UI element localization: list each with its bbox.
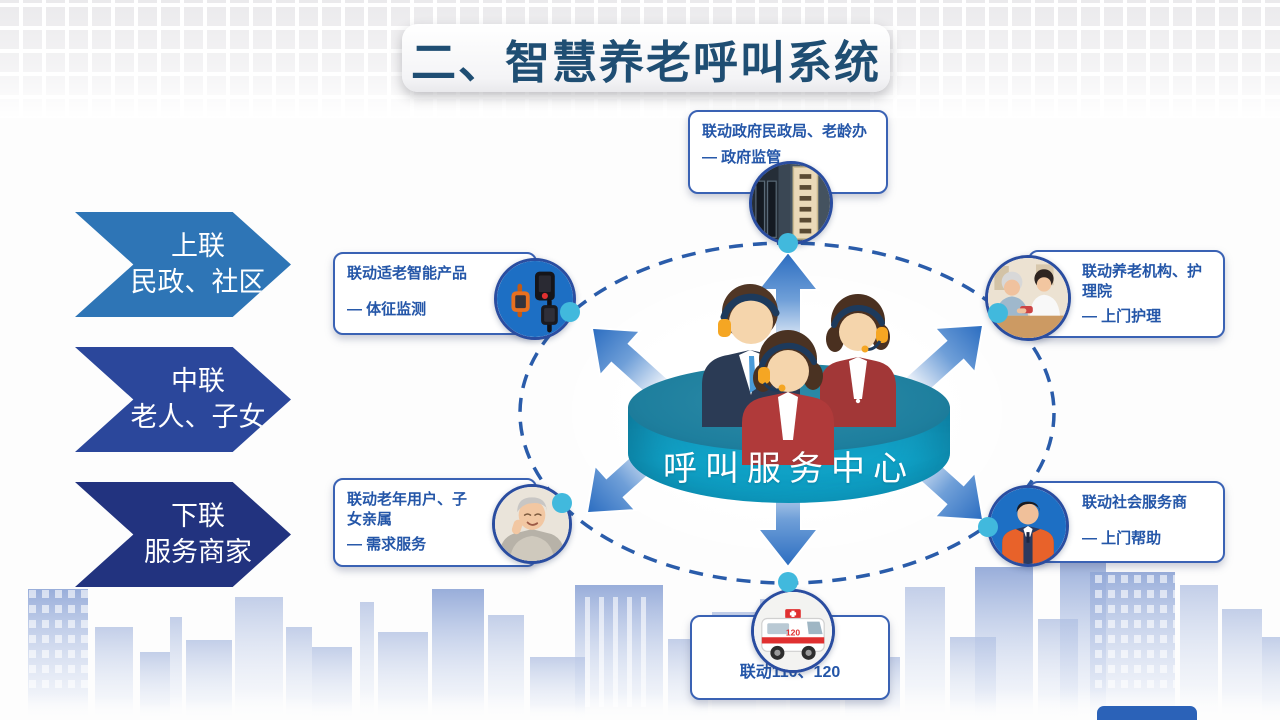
bottom-accent-bar — [1097, 706, 1197, 720]
node-service-providers-line1: 联动社会服务商 — [1082, 494, 1188, 511]
node-service-providers: 联动社会服务商 — 上门帮助 — [1028, 481, 1225, 563]
title-banner: 二、智慧养老呼叫系统 — [402, 24, 890, 92]
service-worker-illustration — [990, 488, 1066, 564]
node-smart-products-line1: 联动适老智能产品 — [347, 265, 468, 282]
civil-affairs-bureau-photo — [749, 161, 833, 245]
ambulance-photo: 120 — [751, 589, 835, 673]
operator-woman-right — [820, 294, 896, 427]
node-government-line2: — 政府监管 — [702, 148, 782, 166]
ring-dot-lower-left — [552, 493, 572, 513]
ring-dot-upper-left — [560, 302, 580, 322]
ambulance-illustration: 120 — [754, 592, 832, 670]
ring-dot-upper-right — [988, 303, 1008, 323]
legend-chevron-upper-link: 上联民政、社区 — [75, 212, 291, 317]
hub-label: 呼叫服务中心 — [663, 450, 915, 488]
ring-dot-bottom — [778, 572, 798, 592]
chevron-line2: 服务商家 — [144, 536, 252, 567]
service-worker-photo — [987, 485, 1069, 567]
city-skyline-background — [28, 557, 1280, 720]
chevron-line1: 下联 — [171, 500, 225, 531]
nursing-care-photo — [985, 255, 1071, 341]
page-title: 二、智慧养老呼叫系统 — [410, 36, 881, 88]
ring-dot-lower-right — [978, 517, 998, 537]
node-elderly-users-line1: 联动老年用户、子女亲属 — [347, 491, 468, 528]
node-care-institutions-line1: 联动养老机构、护理院 — [1082, 263, 1203, 300]
ring-dot-top — [778, 233, 798, 253]
smart-wearables-photo — [494, 258, 576, 340]
chevron-line2: 老人、子女 — [130, 401, 266, 432]
legend-chevron-middle-link: 中联老人、子女 — [75, 347, 291, 452]
ambulance-120-text: 120 — [786, 628, 801, 638]
node-service-providers-line2: — 上门帮助 — [1082, 529, 1162, 547]
node-government-line1: 联动政府民政局、老龄办 — [702, 123, 868, 140]
node-elderly-users-line2: — 需求服务 — [347, 536, 427, 553]
nursing-care-illustration — [988, 258, 1068, 338]
chevron-line1: 上联 — [171, 230, 225, 261]
smart-devices-illustration — [497, 261, 573, 337]
chevron-line1: 中联 — [171, 365, 225, 396]
node-care-institutions-line2: — 上门护理 — [1082, 308, 1162, 325]
node-smart-products-line2: — 体征监测 — [347, 300, 427, 318]
government-entrance-illustration — [752, 164, 830, 242]
chevron-line2: 民政、社区 — [130, 266, 266, 297]
